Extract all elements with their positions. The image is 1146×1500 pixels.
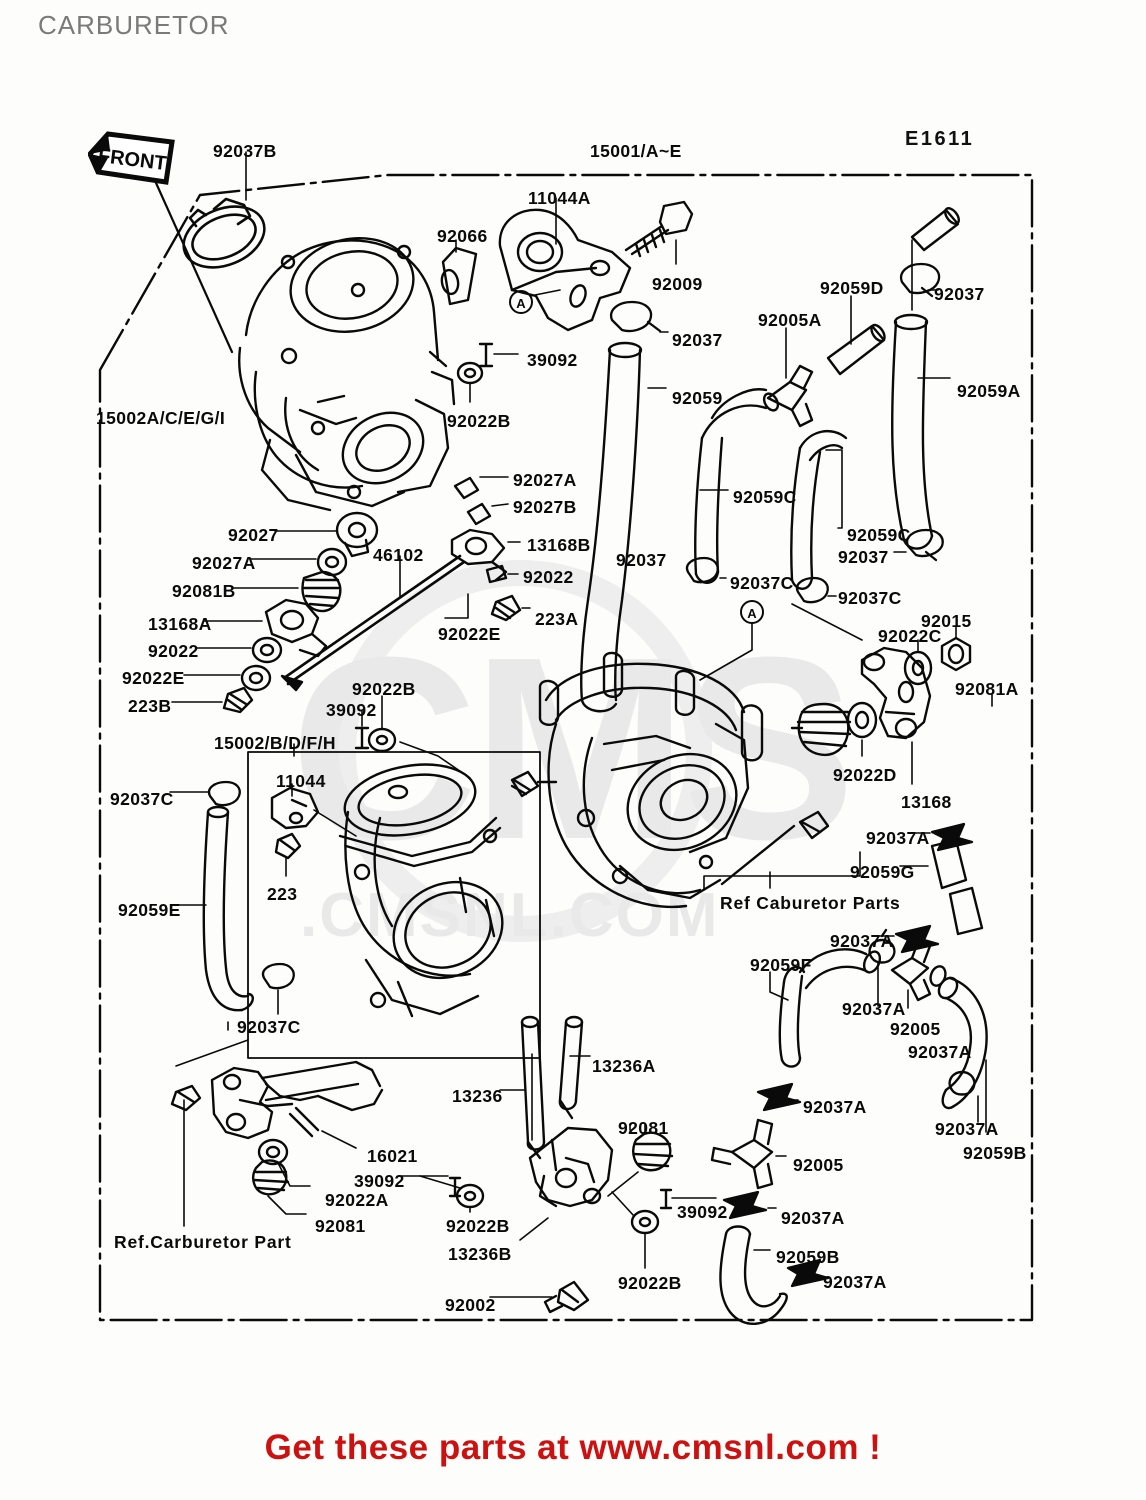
part-callout-92002[interactable]: 92002 (445, 1295, 496, 1315)
part-callout-92027b[interactable]: 92027B (513, 497, 577, 517)
part-callout-92037[interactable]: 92037 (934, 284, 985, 304)
part-callout-92059d[interactable]: 92059D (820, 278, 884, 298)
part-callout-92022a[interactable]: 92022A (325, 1190, 389, 1210)
part-callout-92059[interactable]: 92059 (672, 388, 723, 408)
part-callout-16021[interactable]: 16021 (367, 1146, 418, 1166)
part-callout-92037a[interactable]: 92037A (866, 828, 930, 848)
part-callout-39092[interactable]: 39092 (677, 1202, 728, 1222)
part-callout-92059b[interactable]: 92059B (776, 1247, 840, 1267)
part-callout-92059f[interactable]: 92059F (750, 955, 812, 975)
part-callout-92037a[interactable]: 92037A (823, 1272, 887, 1292)
part-callout-92081a[interactable]: 92081A (955, 679, 1019, 699)
part-callout-92037c[interactable]: 92037C (237, 1017, 301, 1037)
part-callout-15002a-c-e-g-i[interactable]: 15002A/C/E/G/I (96, 408, 226, 428)
part-callout-92081b[interactable]: 92081B (172, 581, 236, 601)
part-callout-92022[interactable]: 92022 (148, 641, 199, 661)
front-direction-arrow-icon: FRONT (88, 131, 175, 185)
part-callout-92027[interactable]: 92027 (228, 525, 279, 545)
part-callout-92037b[interactable]: 92037B (213, 141, 277, 161)
footer-cta[interactable]: Get these parts at www.cmsnl.com ! (264, 1428, 882, 1467)
part-callout-92022b[interactable]: 92022B (447, 411, 511, 431)
part-callout-92022d[interactable]: 92022D (833, 765, 897, 785)
part-callout-92037a[interactable]: 92037A (781, 1208, 845, 1228)
part-callout-92037a[interactable]: 92037A (935, 1119, 999, 1139)
part-callout-15002-b-d-f-h[interactable]: 15002/B/D/F/H (214, 733, 336, 753)
part-callout-39092[interactable]: 39092 (354, 1171, 405, 1191)
part-callout-92005[interactable]: 92005 (890, 1019, 941, 1039)
part-callout-92037c[interactable]: 92037C (110, 789, 174, 809)
part-callout-92037c[interactable]: 92037C (838, 588, 902, 608)
part-callout-ref-carburetor-part[interactable]: Ref.Carburetor Part (114, 1232, 292, 1252)
part-callout-92059g[interactable]: 92059G (850, 862, 915, 882)
part-callout-92022[interactable]: 92022 (523, 567, 574, 587)
part-callout-92037[interactable]: 92037 (838, 547, 889, 567)
part-callout-92059c[interactable]: 92059C (847, 525, 911, 545)
part-callout-92027a[interactable]: 92027A (192, 553, 256, 573)
part-callout-13236b[interactable]: 13236B (448, 1244, 512, 1264)
part-callout-92022b[interactable]: 92022B (446, 1216, 510, 1236)
part-callout-15001-a-e[interactable]: 15001/A~E (590, 141, 682, 161)
part-callout-13236[interactable]: 13236 (452, 1086, 503, 1106)
part-callout-92005a[interactable]: 92005A (758, 310, 822, 330)
part-callout-92022b[interactable]: 92022B (618, 1273, 682, 1293)
part-callout-92022e[interactable]: 92022E (438, 624, 501, 644)
diagram-code: E1611 (905, 128, 975, 150)
part-callout-46102[interactable]: 46102 (373, 545, 424, 565)
part-callout-92027a[interactable]: 92027A (513, 470, 577, 490)
part-callout-39092[interactable]: 39092 (326, 700, 377, 720)
part-callout-92059e[interactable]: 92059E (118, 900, 181, 920)
part-callout-13168b[interactable]: 13168B (527, 535, 591, 555)
watermark-url-text: .CMSNL.COM (300, 881, 720, 950)
part-callout-11044[interactable]: 11044 (276, 771, 326, 791)
svg-text:A: A (747, 606, 757, 621)
part-callout-92009[interactable]: 92009 (652, 274, 703, 294)
svg-text:A: A (516, 296, 526, 311)
part-callout-92081[interactable]: 92081 (315, 1216, 366, 1236)
part-callout-92022c[interactable]: 92022C (878, 626, 942, 646)
part-callout-92066[interactable]: 92066 (437, 226, 488, 246)
part-callout-13236a[interactable]: 13236A (592, 1056, 656, 1076)
part-callout-92022e[interactable]: 92022E (122, 668, 185, 688)
part-callout-223[interactable]: 223 (267, 884, 298, 904)
part-callout-92059c[interactable]: 92059C (733, 487, 797, 507)
part-callout-92022b[interactable]: 92022B (352, 679, 416, 699)
part-callout-223b[interactable]: 223B (128, 696, 172, 716)
part-callout-92059a[interactable]: 92059A (957, 381, 1021, 401)
part-callout-92037[interactable]: 92037 (616, 550, 667, 570)
part-callout-92037[interactable]: 92037 (672, 330, 723, 350)
part-callout-92037a[interactable]: 92037A (830, 931, 894, 951)
part-callout-92037a[interactable]: 92037A (803, 1097, 867, 1117)
part-callout-92037a[interactable]: 92037A (842, 999, 906, 1019)
part-callout-223a[interactable]: 223A (535, 609, 579, 629)
part-callout-92015[interactable]: 92015 (921, 611, 972, 631)
part-callout-92037c[interactable]: 92037C (730, 573, 794, 593)
page-title: CARBURETOR (38, 10, 230, 40)
part-callout-92059b[interactable]: 92059B (963, 1143, 1027, 1163)
part-callout-ref-caburetor-parts[interactable]: Ref Caburetor Parts (720, 893, 901, 913)
part-callout-92037a[interactable]: 92037A (908, 1042, 972, 1062)
part-callout-11044a[interactable]: 11044A (528, 188, 591, 208)
part-callout-92005[interactable]: 92005 (793, 1155, 844, 1175)
part-callout-13168[interactable]: 13168 (901, 792, 952, 812)
part-callout-39092[interactable]: 39092 (527, 350, 578, 370)
part-callout-92081[interactable]: 92081 (618, 1118, 669, 1138)
part-callout-13168a[interactable]: 13168A (148, 614, 212, 634)
